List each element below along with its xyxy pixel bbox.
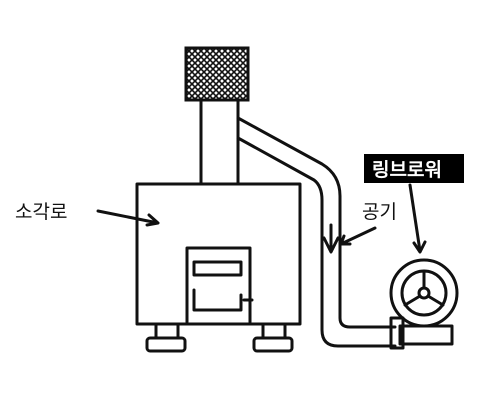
foot-right: [252, 336, 294, 353]
ring-blower-spokes: [403, 269, 445, 307]
leg-left: [154, 322, 180, 340]
chimney-cap: [184, 46, 250, 102]
incinerator-label: 소각로: [15, 201, 67, 223]
furnace-door: [185, 246, 252, 324]
incinerator-body: [135, 182, 302, 326]
door-latch-upper: [192, 260, 243, 277]
ring-blower-outlet: [389, 316, 405, 350]
ring-blower-label: 링브로워: [372, 159, 442, 181]
air-flow-arrow: [322, 223, 340, 254]
air-duct: [236, 116, 397, 348]
foot-left: [145, 336, 187, 353]
ring-blower-leader: [408, 183, 427, 254]
incinerator-leader: [96, 209, 160, 227]
door-latch-lower: [192, 288, 243, 312]
leg-right: [261, 322, 287, 340]
ring-blower-label-box: [364, 154, 464, 183]
chimney-stack: [199, 98, 240, 186]
air-label: 공기: [362, 201, 397, 223]
ring-blower-base: [398, 324, 454, 346]
air-leader: [339, 226, 377, 246]
